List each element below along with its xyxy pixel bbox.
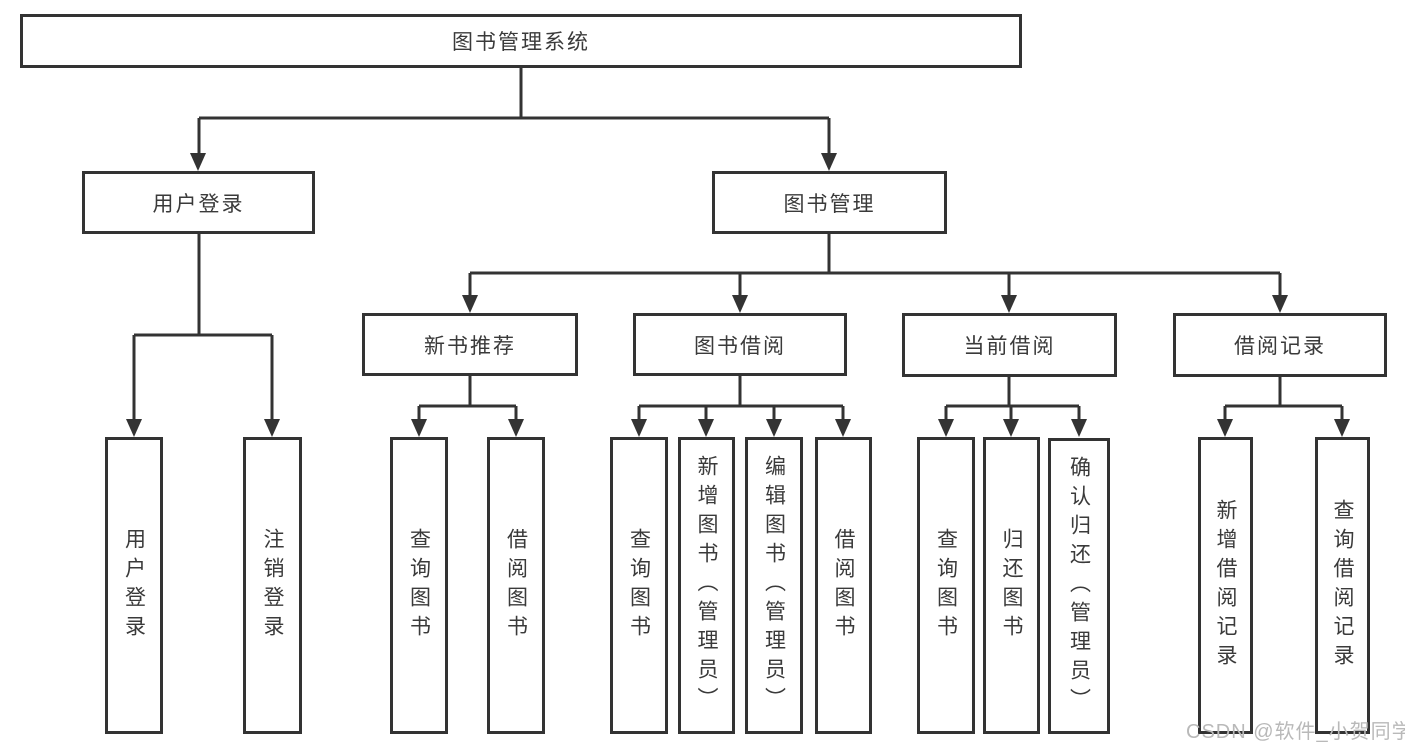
node-book-borrowing: 图书借阅: [633, 313, 847, 376]
leaf-logout: 注销登录: [243, 437, 302, 734]
leaf-user-login: 用户登录: [105, 437, 163, 734]
edge-newbook-to-leaves: [417, 376, 518, 423]
node-user-login: 用户登录: [82, 171, 315, 234]
leaf-query-books-recommend: 查询图书: [390, 437, 448, 734]
edge-userlogin-to-leaves: [132, 234, 274, 423]
arrowheads: [126, 153, 1350, 437]
csdn-watermark: CSDN @软件_小贺同学: [1186, 721, 1405, 743]
leaf-add-books-admin: 新增图书（管理员）: [678, 437, 735, 734]
leaf-query-books-borrow: 查询图书: [610, 437, 668, 734]
leaf-query-books-current: 查询图书: [917, 437, 975, 734]
edge-records-to-leaves: [1223, 377, 1344, 423]
leaf-borrow-books: 借阅图书: [815, 437, 872, 734]
leaf-confirm-return-admin: 确认归还（管理员）: [1048, 438, 1110, 734]
leaf-edit-books-admin: 编辑图书（管理员）: [745, 437, 803, 734]
edge-borrow-to-leaves: [637, 376, 845, 423]
node-borrowing-records: 借阅记录: [1173, 313, 1387, 377]
leaf-borrow-books-recommend: 借阅图书: [487, 437, 545, 734]
leaf-add-borrow-record: 新增借阅记录: [1198, 437, 1253, 734]
edge-root-to-level1: [197, 68, 831, 157]
leaf-query-borrow-record: 查询借阅记录: [1315, 437, 1370, 734]
edge-bookmgmt-to-level2: [468, 234, 1282, 299]
edge-current-to-leaves: [944, 377, 1081, 423]
node-new-book-recommend: 新书推荐: [362, 313, 578, 376]
node-book-management: 图书管理: [712, 171, 947, 234]
node-current-borrowing: 当前借阅: [902, 313, 1117, 377]
node-root-system: 图书管理系统: [20, 14, 1022, 68]
leaf-return-books: 归还图书: [983, 437, 1040, 734]
